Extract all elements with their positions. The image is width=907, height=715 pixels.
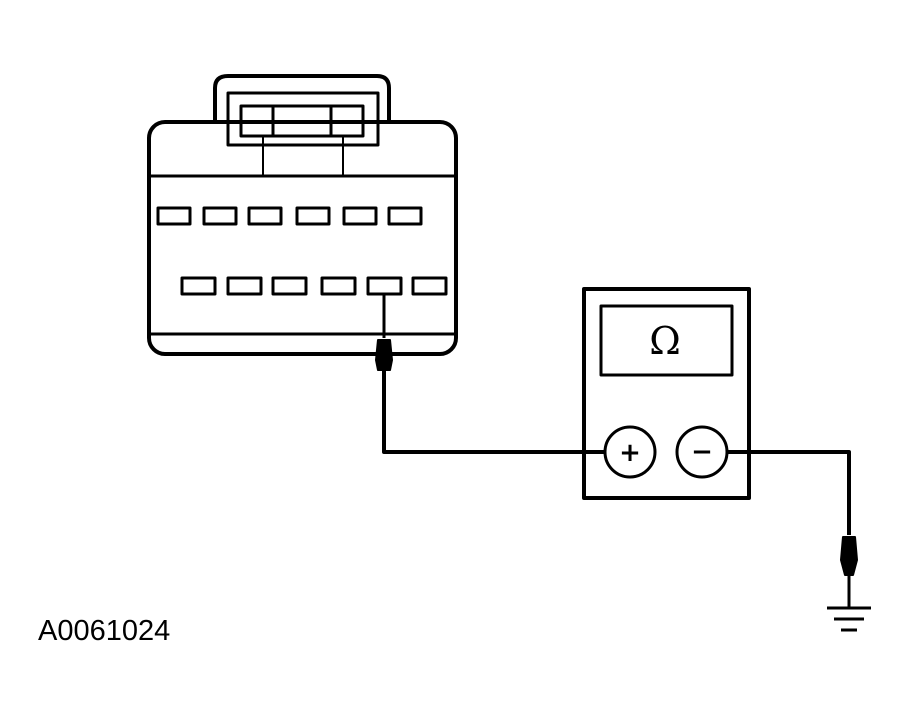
probe-tip-negative [840, 536, 858, 576]
positive-lead [382, 294, 605, 454]
multimeter-body [582, 287, 751, 500]
pin-cavity [411, 276, 448, 296]
negative-lead [727, 450, 851, 608]
figure-id: A0061024 [38, 615, 170, 647]
connector [147, 74, 458, 356]
connector-latch-window [226, 91, 380, 147]
probe-tip-positive [375, 339, 393, 371]
pin-cavity [180, 276, 217, 296]
pin-cavity-probed [366, 276, 403, 296]
pin-cavity [271, 276, 308, 296]
plus-label: + [619, 438, 641, 468]
pin-row-top [156, 206, 423, 226]
pin-cavity [342, 206, 378, 226]
pin-cavity [156, 206, 192, 226]
connector-body [147, 120, 458, 356]
pin-cavity [295, 206, 331, 226]
ohm-symbol: Ω [649, 319, 681, 363]
connector-latch-inner [239, 104, 365, 138]
minus-label: − [691, 437, 713, 467]
plus-terminal [603, 425, 657, 479]
pin-cavity [226, 276, 263, 296]
pin-row-bottom [180, 276, 448, 296]
connector-latch [213, 74, 391, 122]
multimeter [582, 287, 751, 500]
pin-cavity [387, 206, 423, 226]
pin-cavity [320, 276, 357, 296]
pin-cavity [247, 206, 283, 226]
ground-icon [827, 606, 871, 632]
pin-cavity [202, 206, 238, 226]
multimeter-display [599, 304, 734, 377]
